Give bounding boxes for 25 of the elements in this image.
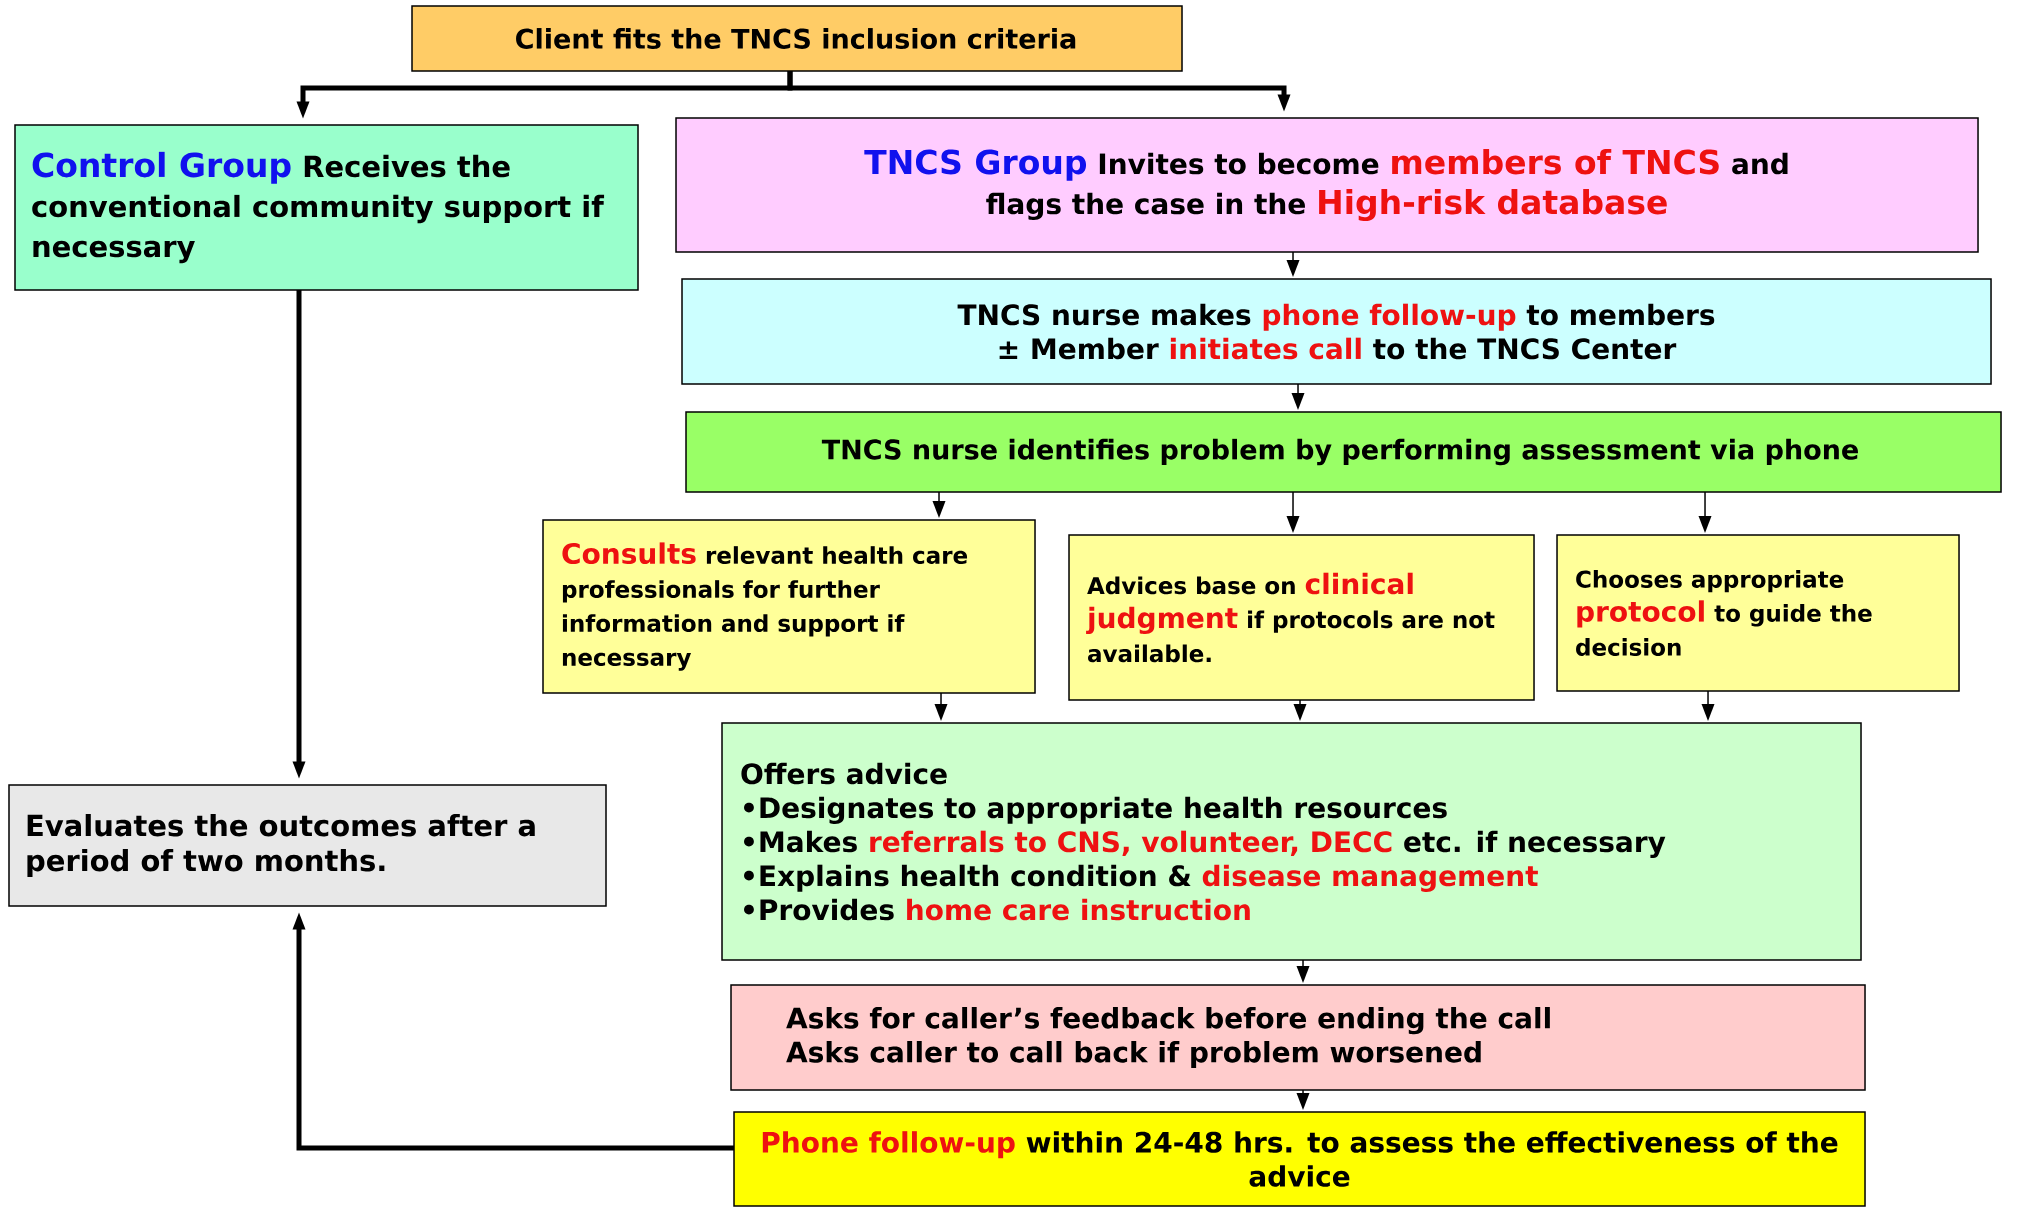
arrow	[932, 491, 946, 519]
process-box: Evaluates the outcomes after a period of two months.	[8, 784, 607, 907]
process-box: Client fits the TNCS inclusion criteria	[411, 5, 1183, 72]
process-box: Phone follow-up within 24-48 hrs. to assess the effectiveness of the advice	[733, 1111, 1866, 1207]
arrow	[1296, 1089, 1310, 1111]
arrow	[1286, 251, 1300, 278]
process-box: Control Group Receives the conventional community support if necessary	[14, 124, 639, 291]
arrow	[1701, 690, 1715, 722]
arrow	[1293, 699, 1307, 722]
process-box: Asks for caller’s feedback before ending the call Asks caller to call back if problem worsened	[730, 984, 1866, 1091]
arrow	[1291, 383, 1305, 411]
process-box: TNCS nurse identifies problem by performing assessment via phone	[685, 411, 2002, 493]
arrow	[1698, 491, 1712, 534]
process-box: TNCS Group Invites to become members of TNCS and flags the case in the High-risk database	[675, 117, 1979, 253]
process-box: Consults relevant health care professionals for further information and support if necessary	[542, 519, 1036, 694]
process-box: TNCS nurse makes phone follow-up to members ± Member initiates call to the TNCS Center	[681, 278, 1992, 385]
arrow	[1286, 491, 1300, 534]
arrow	[292, 912, 734, 1151]
arrow	[934, 692, 948, 722]
process-box: Advices base on clinical judgment if protocols are not available.	[1068, 534, 1535, 701]
process-box: Offers advice •Designates to appropriate health resources •Makes referrals to CNS, volunteer, DECC etc. if necessary •Explains health condition & disease management •Provides home care instruction	[721, 722, 1862, 961]
arrow	[1296, 959, 1310, 984]
process-box: Chooses appropriate protocol to guide the decision	[1556, 534, 1960, 692]
arrow	[787, 71, 1291, 112]
arrow	[292, 290, 306, 779]
